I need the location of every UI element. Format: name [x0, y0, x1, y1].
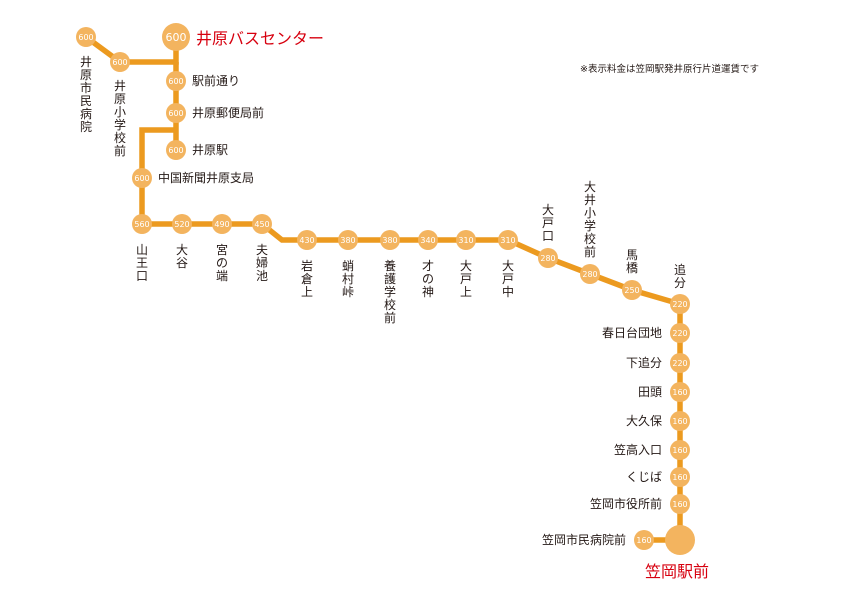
stop-marker-umabashi[interactable] — [622, 280, 642, 300]
stop-label-ooto_guchi: 大戸口 — [542, 203, 554, 243]
terminal-north-marker[interactable] — [162, 23, 190, 51]
route-line-3 — [139, 127, 683, 540]
terminal-north-name: 井原バスセンター — [196, 29, 324, 48]
stop-label-okubo: 大久保 — [626, 414, 662, 428]
stop-marker-okubo[interactable] — [670, 411, 690, 431]
stop-label-umabashi: 馬橋 — [626, 248, 638, 275]
stop-marker-kasaoka_shimin_byoin[interactable] — [634, 530, 654, 550]
stop-marker-meotoike[interactable] — [252, 214, 272, 234]
route-line-1 — [84, 34, 179, 65]
stop-label-dentou: 田頭 — [638, 385, 662, 399]
stop-label-chugoku_shinbun: 中国新聞井原支局 — [158, 170, 254, 185]
stop-label-oibun: 追分 — [674, 262, 686, 290]
stop-label-ooto_naka: 大戸中 — [502, 259, 514, 299]
fare-miyanohata: 490 — [214, 220, 229, 229]
stop-label-iwakuraue: 岩倉上 — [301, 258, 313, 299]
fare-sannoguchi: 560 — [134, 220, 149, 229]
stop-marker-ooto_naka[interactable] — [498, 230, 518, 250]
fare-oya: 520 — [174, 220, 189, 229]
fare-ibara_shimin_byoin: 600 — [78, 33, 93, 42]
stop-markers: 600 600 600 600 600 600 560 520 490 450 430 380 380 3… — [76, 23, 695, 555]
stop-marker-miyanohata[interactable] — [212, 214, 232, 234]
stop-marker-chugoku_shinbun[interactable] — [132, 168, 152, 188]
fare-okubo: 160 — [672, 417, 687, 426]
fare-ibara_eki: 600 — [168, 146, 183, 155]
fare-ooto_ue: 310 — [458, 236, 473, 245]
fare-kasaoka_shiyakusho: 160 — [672, 500, 687, 509]
stop-label-ibara_shimin_byoin: 井原市民病院 — [80, 55, 92, 134]
stop-label-ooi_shogakko: 大井小学校前 — [584, 180, 596, 259]
stop-marker-shimo_oibun[interactable] — [670, 353, 690, 373]
stop-marker-sannoguchi[interactable] — [132, 214, 152, 234]
stop-marker-ooto_ue[interactable] — [456, 230, 476, 250]
stop-marker-oya[interactable] — [172, 214, 192, 234]
stop-label-kasaoka_shiyakusho: 笠岡市役所前 — [590, 496, 662, 511]
stop-label-ibara_shogakko: 井原小学校前 — [114, 79, 126, 158]
stop-marker-ibara_shimin_byoin[interactable] — [76, 27, 96, 47]
stop-label-sainokami: 才の神 — [422, 259, 434, 299]
stop-label-kasataka_iriguchi: 笠高入口 — [614, 442, 662, 457]
fare-kujiba: 160 — [672, 473, 687, 482]
fare-ibara_shogakko: 600 — [112, 58, 127, 67]
stop-label-miyanohata: 宮の端 — [216, 242, 228, 283]
fare-note: ※表示料金は笠岡駅発井原行片道運賃です — [580, 63, 759, 75]
fare-meotoike: 450 — [254, 220, 269, 229]
fare-oibun: 220 — [672, 300, 687, 309]
fare-ooto_guchi: 280 — [540, 254, 555, 263]
stop-marker-yogo_gakko[interactable] — [380, 230, 400, 250]
fare-dentou: 160 — [672, 388, 687, 397]
stop-label-yogo_gakko: 養護学校前 — [384, 258, 396, 325]
stop-label-oya: 大谷 — [176, 243, 188, 270]
stop-label-meotoike: 夫婦池 — [256, 243, 268, 283]
fare-ooto_naka: 310 — [500, 236, 515, 245]
stop-marker-ooi_shogakko[interactable] — [580, 264, 600, 284]
stop-label-kasugadai: 春日台団地 — [602, 325, 662, 340]
fare-ekimae_dori: 600 — [168, 77, 183, 86]
stop-marker-kujiba[interactable] — [670, 467, 690, 487]
fare-ibara_yubinkyoku: 600 — [168, 109, 183, 118]
fare-shimo_oibun: 220 — [672, 359, 687, 368]
terminal-south-name: 笠岡駅前 — [645, 562, 709, 581]
stop-marker-ekimae_dori[interactable] — [166, 71, 186, 91]
fare-yogo_gakko: 380 — [382, 236, 397, 245]
stop-marker-kobutoge[interactable] — [338, 230, 358, 250]
stop-marker-iwakuraue[interactable] — [297, 230, 317, 250]
fare-kasaoka_shimin_byoin: 160 — [636, 536, 651, 545]
stop-marker-ibara_yubinkyoku[interactable] — [166, 103, 186, 123]
stop-label-ooto_ue: 大戸上 — [460, 259, 472, 299]
terminal-south-marker[interactable] — [665, 525, 695, 555]
stop-label-kasaoka_shimin_byoin: 笠岡市民病院前 — [542, 532, 626, 547]
fare-sainokami: 340 — [420, 236, 435, 245]
stop-label-ibara_eki: 井原駅 — [192, 143, 228, 157]
fare-chugoku_shinbun: 600 — [134, 174, 149, 183]
stop-marker-dentou[interactable] — [670, 382, 690, 402]
fare-ooi_shogakko: 280 — [582, 270, 597, 279]
stop-marker-sainokami[interactable] — [418, 230, 438, 250]
fare-kasataka_iriguchi: 160 — [672, 446, 687, 455]
stop-label-ibara_yubinkyoku: 井原郵便局前 — [192, 105, 264, 120]
stop-label-shimo_oibun: 下追分 — [626, 355, 662, 370]
terminal-north-fare: 600 — [166, 31, 187, 44]
stop-marker-oibun[interactable] — [670, 294, 690, 314]
stop-marker-ibara_eki[interactable] — [166, 140, 186, 160]
stop-marker-ibara_shogakko[interactable] — [110, 52, 130, 72]
stop-label-kujiba: くじば — [626, 470, 662, 484]
stop-marker-kasataka_iriguchi[interactable] — [670, 440, 690, 460]
stop-label-kobutoge: 蛸村峠 — [342, 259, 354, 299]
stop-marker-ooto_guchi[interactable] — [538, 248, 558, 268]
fare-iwakuraue: 430 — [299, 236, 314, 245]
stop-label-ekimae_dori: 駅前通り — [192, 73, 240, 88]
stop-marker-kasaoka_shiyakusho[interactable] — [670, 494, 690, 514]
stop-label-sannoguchi: 山王口 — [136, 243, 148, 283]
fare-kasugadai: 220 — [672, 329, 687, 338]
fare-kobutoge: 380 — [340, 236, 355, 245]
fare-umabashi: 250 — [624, 286, 639, 295]
stop-marker-kasugadai[interactable] — [670, 323, 690, 343]
